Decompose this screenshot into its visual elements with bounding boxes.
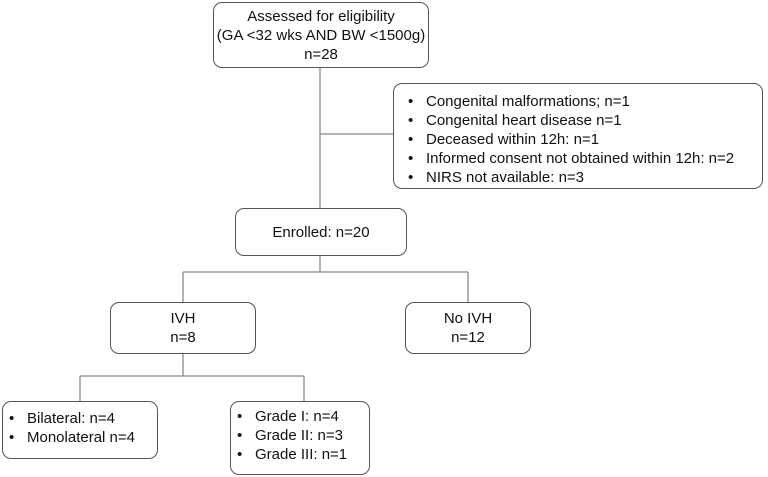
no-ivh-line-1: No IVH — [443, 310, 493, 327]
eligibility-line-2: (GA <32 wks AND BW <1500g) — [216, 26, 426, 44]
laterality-item: Bilateral: n=4 — [7, 409, 157, 428]
laterality-item: Monolateral n=4 — [7, 428, 157, 447]
grade-box: Grade I: n=4 Grade II: n=3 Grade III: n=… — [230, 401, 370, 475]
grade-item: Grade III: n=1 — [235, 445, 369, 464]
laterality-box: Bilateral: n=4 Monolateral n=4 — [2, 401, 158, 459]
exclusion-item: Informed consent not obtained within 12h… — [406, 149, 762, 168]
eligibility-line-3: n=28 — [304, 45, 338, 63]
grade-list: Grade I: n=4 Grade II: n=3 Grade III: n=… — [235, 407, 369, 464]
no-ivh-box: No IVH n=12 — [405, 302, 531, 354]
ivh-box: IVH n=8 — [110, 302, 256, 354]
eligibility-line-1: Assessed for eligibility — [247, 7, 395, 25]
ivh-line-1: IVH — [170, 310, 196, 327]
no-ivh-line-2: n=12 — [451, 329, 485, 346]
laterality-list: Bilateral: n=4 Monolateral n=4 — [7, 409, 157, 447]
exclusion-item: Congenital heart disease n=1 — [406, 111, 762, 130]
exclusion-item: Deceased within 12h: n=1 — [406, 130, 762, 149]
eligibility-box: Assessed for eligibility (GA <32 wks AND… — [213, 2, 429, 68]
enrolled-label: Enrolled: n=20 — [272, 223, 370, 241]
grade-item: Grade II: n=3 — [235, 426, 369, 445]
grade-item: Grade I: n=4 — [235, 407, 369, 426]
exclusion-item: Congenital malformations; n=1 — [406, 92, 762, 111]
ivh-line-2: n=8 — [170, 329, 196, 346]
exclusions-list: Congenital malformations; n=1 Congenital… — [406, 92, 762, 187]
exclusions-box: Congenital malformations; n=1 Congenital… — [393, 83, 763, 189]
exclusion-item: NIRS not available: n=3 — [406, 168, 762, 187]
enrolled-box: Enrolled: n=20 — [235, 208, 407, 256]
